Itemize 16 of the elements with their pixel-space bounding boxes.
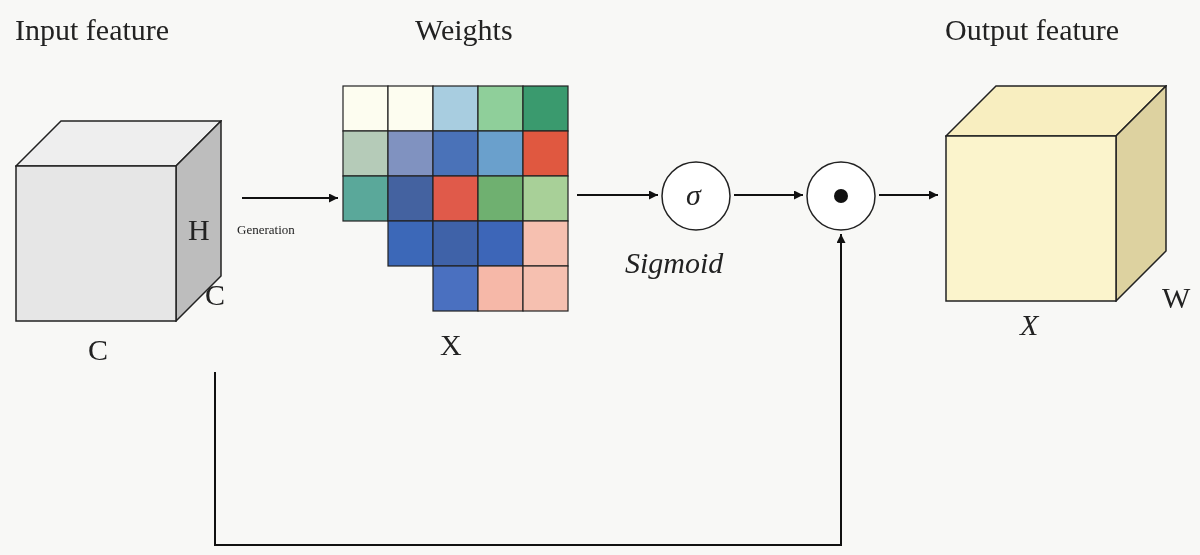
- dimension-label: W: [1162, 283, 1191, 313]
- feature-title: Output feature: [945, 15, 1120, 45]
- dimension-label: C: [88, 335, 108, 365]
- dimension-label: C: [205, 280, 225, 310]
- sigma-symbol: σ: [686, 180, 701, 210]
- arrow: [733, 190, 804, 200]
- function-label: Sigmoid: [625, 248, 724, 278]
- arrow: [241, 193, 339, 203]
- dimension-label: X: [1020, 310, 1039, 340]
- arrow: [576, 190, 659, 200]
- dimension-label: H: [188, 215, 210, 245]
- feature-title: Input feature: [15, 15, 170, 45]
- arrow: [878, 190, 939, 200]
- feature-title: Weights: [415, 15, 513, 45]
- arrow: [214, 233, 846, 546]
- dimension-label: X: [440, 330, 462, 360]
